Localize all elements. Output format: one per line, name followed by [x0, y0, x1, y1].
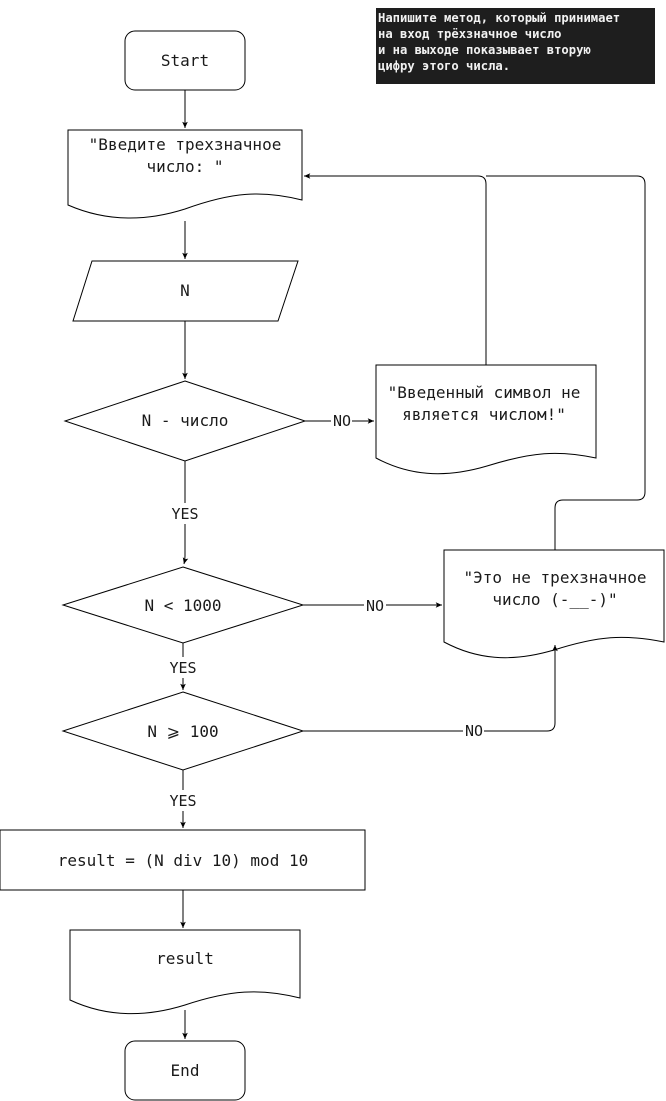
edge-label-not-number-no: NO [333, 412, 351, 430]
decision-ge-100-label: N ⩾ 100 [147, 722, 218, 741]
input-label: N [180, 281, 190, 300]
task-description-note: Напишите метод, который принимает на вхо… [376, 8, 655, 84]
process-label: result = (N div 10) mod 10 [58, 851, 308, 870]
edge-3digit-loop [486, 175, 646, 550]
input-node [72, 260, 299, 322]
decision-lt-1000-label: N < 1000 [144, 596, 221, 615]
error-not-number-label-line-1: "Введенный символ не [388, 383, 581, 402]
task-line-2: на вход трёхзначное число [378, 27, 562, 41]
error-not-3digit-label-line-1: "Это не трехзначное [463, 568, 646, 587]
edge-label-is-number-yes: YES [171, 505, 198, 523]
error-not-number-label-line-2: является числом!" [402, 405, 566, 424]
output-label: result [156, 949, 214, 968]
prompt-document-node [67, 129, 303, 219]
start-label: Start [161, 51, 209, 70]
edge-is-number-yes [184, 461, 185, 564]
prompt-label-line-2: число: " [146, 157, 223, 176]
edge-label-lt-1000-no: NO [366, 597, 384, 615]
end-label: End [171, 1061, 200, 1080]
prompt-label-line-1: "Введите трехзначное [89, 135, 282, 154]
task-line-1: Напишите метод, который принимает [378, 11, 621, 25]
edge-label-ge-100-no: NO [465, 722, 483, 740]
edge-label-lt-1000-yes: YES [169, 659, 196, 677]
edge-label-ge-100-yes: YES [169, 792, 196, 810]
task-line-3: и на выходе показывает вторую [378, 43, 591, 57]
output-document-node [69, 929, 301, 1015]
end-node [124, 1040, 246, 1101]
task-line-4: цифру этого числа. [378, 59, 511, 73]
error-not-number-document [375, 364, 597, 475]
decision-is-number-label: N - число [142, 411, 229, 430]
edge-not-number-loop [304, 173, 487, 365]
error-not-3digit-label-line-2: число (-__-)" [492, 590, 617, 609]
edge-ge-100-no [303, 645, 555, 732]
process-node [0, 829, 366, 891]
